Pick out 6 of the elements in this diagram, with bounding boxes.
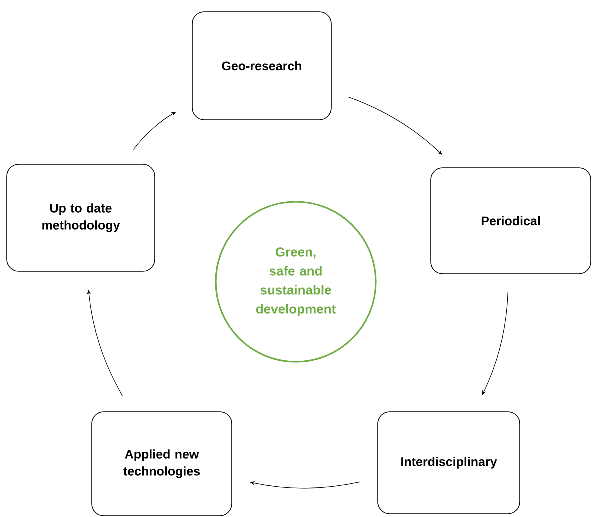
- process-box: Up to date methodology: [6, 164, 156, 272]
- arrow: [133, 112, 176, 150]
- process-box: Applied new technologies: [92, 412, 232, 516]
- process-box: Periodical: [430, 168, 592, 274]
- process-box: Geo-research: [192, 12, 332, 120]
- process-box: Interdisciplinary: [378, 412, 520, 514]
